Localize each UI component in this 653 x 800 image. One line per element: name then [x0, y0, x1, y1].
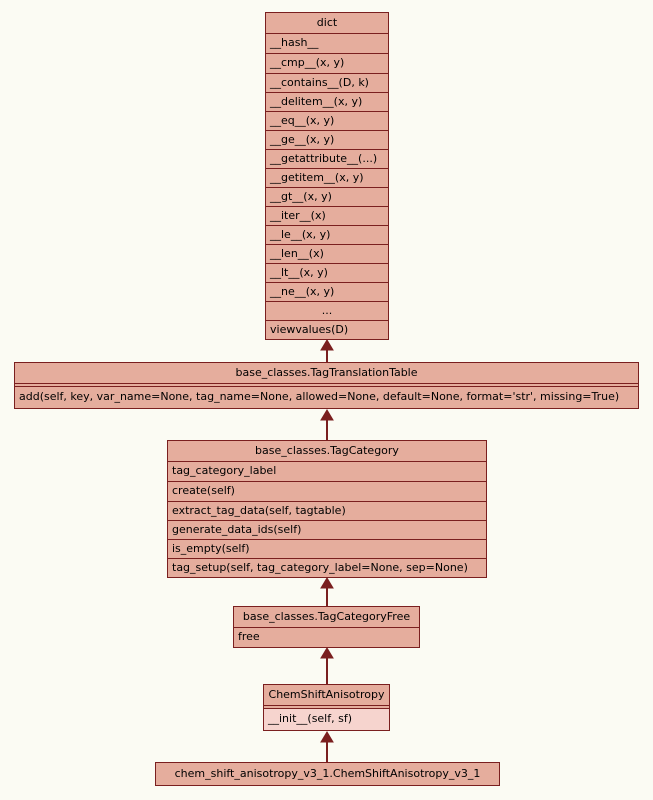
method-row: __le__(x, y): [266, 225, 388, 244]
methods-compartment: add(self, key, var_name=None, tag_name=N…: [15, 386, 638, 408]
method-row: add(self, key, var_name=None, tag_name=N…: [19, 390, 620, 403]
method-row: extract_tag_data(self, tagtable): [168, 501, 486, 520]
methods-compartment: __init__(self, sf): [264, 708, 389, 730]
attributes-compartment: tag_category_label: [168, 461, 486, 481]
method-row: viewvalues(D): [266, 320, 388, 339]
method-row: __getitem__(x, y): [266, 168, 388, 187]
method-row: __contains__(D, k): [266, 73, 388, 92]
method-row: __ge__(x, y): [266, 130, 388, 149]
class-box-dict: dict __hash__ __cmp__(x, y) __contains__…: [265, 12, 389, 340]
attribute-row: free: [238, 630, 260, 643]
inheritance-arrow-tagcategoryfree-to-tagcategory: [320, 577, 334, 606]
class-box-tagtranslationtable: base_classes.TagTranslationTable add(sel…: [14, 362, 639, 409]
method-row-init: __init__(self, sf): [264, 709, 389, 730]
method-row: __eq__(x, y): [266, 111, 388, 130]
attributes-compartment-empty: [264, 705, 389, 708]
method-row: __getattribute__(...): [266, 149, 388, 168]
method-row: __gt__(x, y): [266, 187, 388, 206]
inheritance-arrow-chemshiftanisotropy-to-tagcategoryfree: [320, 647, 334, 684]
inheritance-arrow-v31-to-chemshiftanisotropy: [320, 731, 334, 762]
class-title: ChemShiftAnisotropy: [268, 688, 385, 701]
method-row: is_empty(self): [168, 539, 486, 558]
ellipsis-row: ...: [266, 301, 388, 320]
class-box-chemshiftanisotropy-v3-1: chem_shift_anisotropy_v3_1.ChemShiftAnis…: [155, 762, 500, 786]
attributes-compartment: __hash__: [266, 33, 388, 53]
class-box-chemshiftanisotropy: ChemShiftAnisotropy __init__(self, sf): [263, 684, 390, 731]
methods-compartment: __cmp__(x, y) __contains__(D, k) __delit…: [266, 53, 388, 339]
attributes-compartment-empty: [15, 383, 638, 386]
class-title: dict: [316, 16, 338, 29]
method-row: __ne__(x, y): [266, 282, 388, 301]
method-row: generate_data_ids(self): [168, 520, 486, 539]
method-row: __delitem__(x, y): [266, 92, 388, 111]
attribute-row: __hash__: [270, 36, 319, 49]
attribute-row: tag_category_label: [172, 464, 277, 477]
class-title: base_classes.TagCategory: [255, 444, 399, 457]
class-box-tagcategory: base_classes.TagCategory tag_category_la…: [167, 440, 487, 578]
inheritance-arrow-tagtranslationtable-to-dict: [320, 339, 334, 362]
method-row: __len__(x): [266, 244, 388, 263]
class-title: base_classes.TagCategoryFree: [242, 610, 411, 623]
methods-compartment: create(self) extract_tag_data(self, tagt…: [168, 481, 486, 577]
method-row: __cmp__(x, y): [270, 56, 345, 69]
class-title: chem_shift_anisotropy_v3_1.ChemShiftAnis…: [174, 767, 481, 780]
class-box-tagcategoryfree: base_classes.TagCategoryFree free: [233, 606, 420, 648]
class-title: base_classes.TagTranslationTable: [235, 366, 418, 379]
inheritance-arrow-tagcategory-to-tagtranslationtable: [320, 409, 334, 440]
method-row: tag_setup(self, tag_category_label=None,…: [168, 558, 486, 577]
method-row: __lt__(x, y): [266, 263, 388, 282]
method-row: __iter__(x): [266, 206, 388, 225]
attributes-compartment: free: [234, 627, 419, 647]
method-row: create(self): [172, 484, 235, 497]
